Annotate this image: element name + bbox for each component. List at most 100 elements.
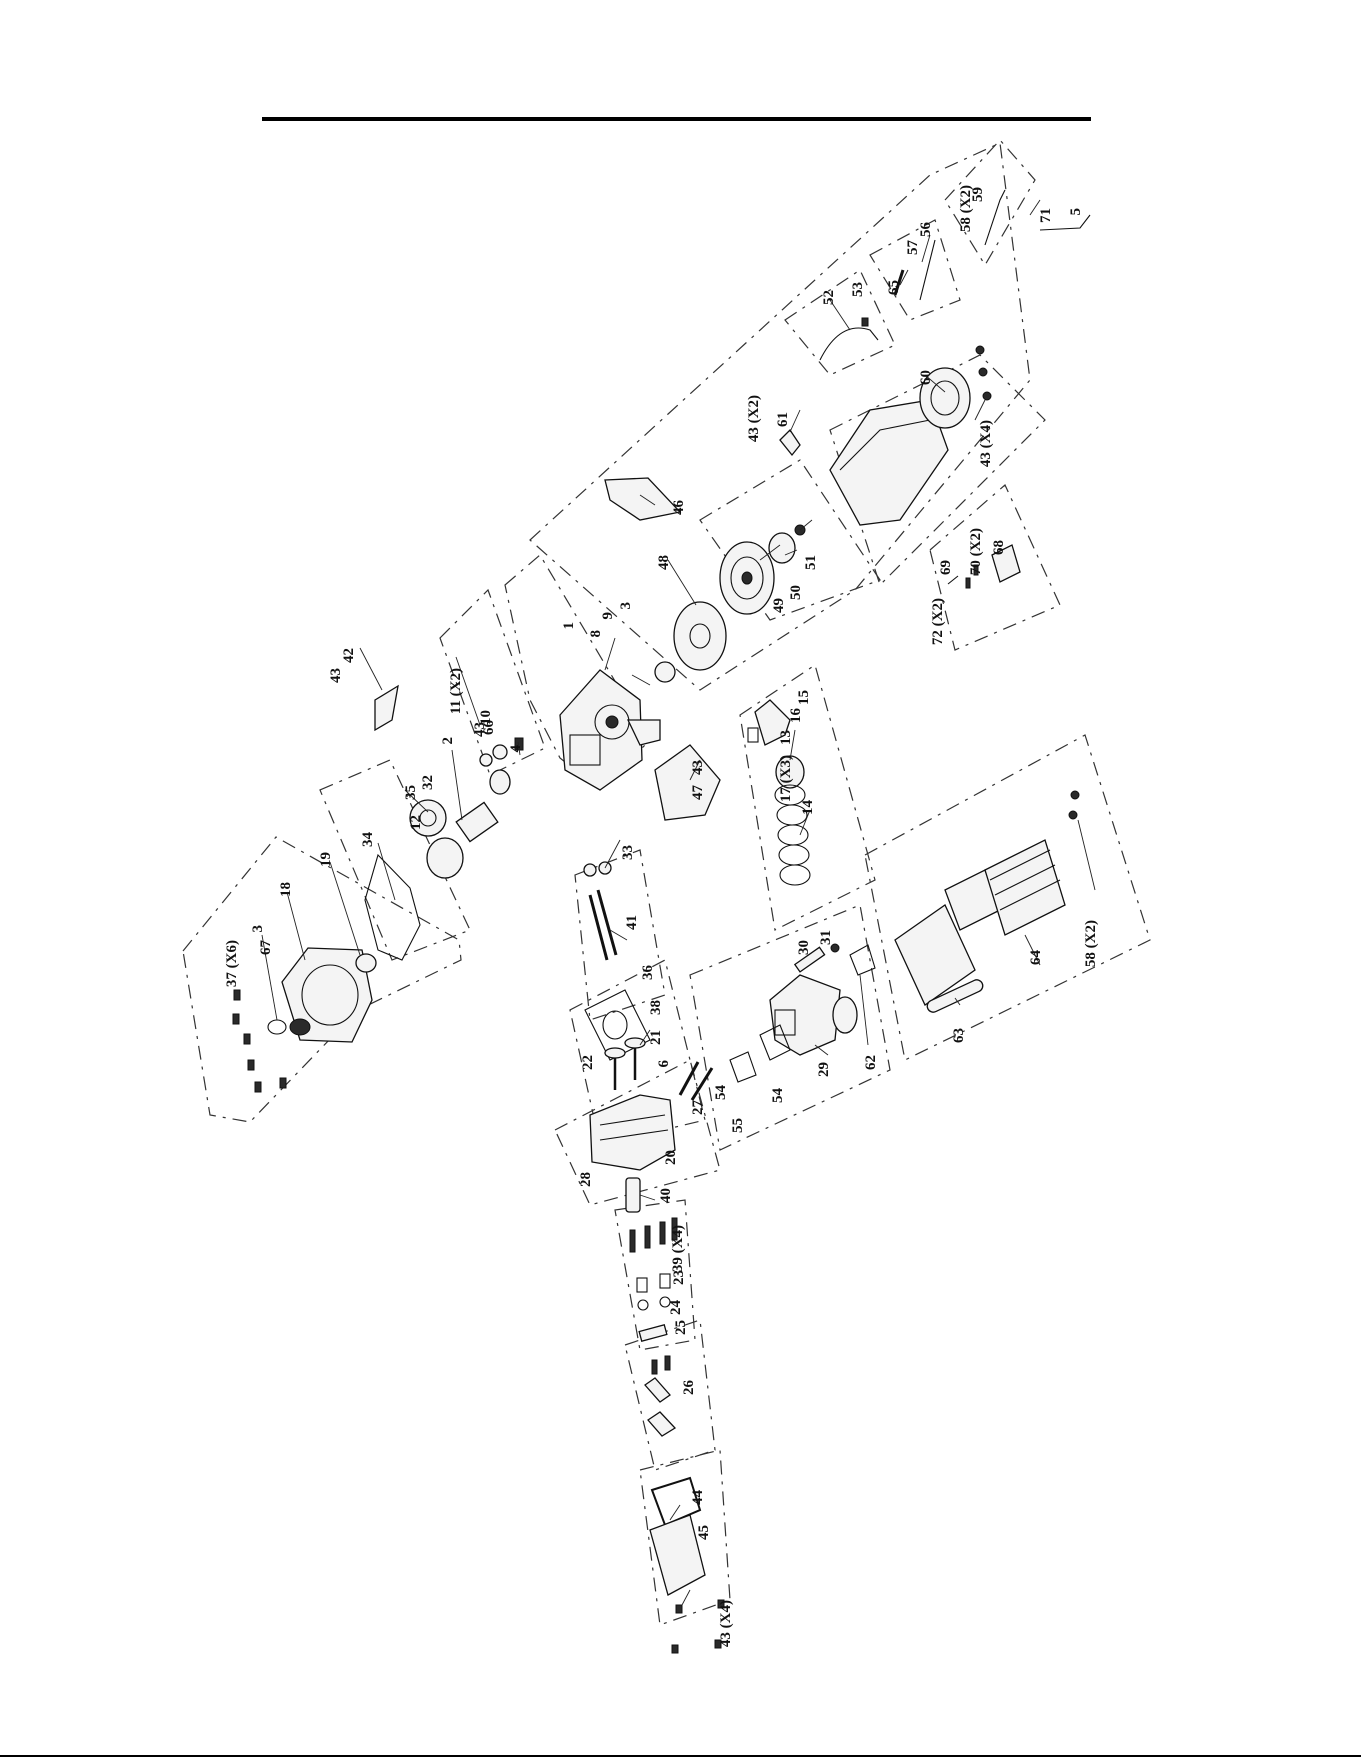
callout-1: 1 (561, 622, 577, 630)
cylinder-block-part (560, 670, 660, 790)
callout-22: 22 (580, 1055, 596, 1070)
callout-30: 30 (796, 940, 812, 955)
callout-69: 69 (938, 560, 954, 575)
spacer-part (730, 1052, 756, 1082)
callout-57: 57 (905, 240, 921, 256)
callout-68: 68 (991, 540, 1007, 555)
callout-60: 60 (918, 370, 934, 385)
callout-17: 17 (X3) (778, 755, 794, 802)
callout-24: 24 (668, 1300, 684, 1316)
oil-seal-part (356, 954, 376, 972)
callout-52: 52 (821, 290, 837, 305)
washer-part (976, 346, 984, 354)
callout-59: 59 (970, 187, 986, 202)
group-stop-switch (785, 270, 895, 375)
callout-11: 11 (X2) (448, 668, 464, 714)
callout-38: 38 (648, 1000, 664, 1015)
callout-43d: 43 (X2) (746, 395, 762, 442)
callout-44: 44 (690, 1490, 706, 1506)
cover-bolts (233, 990, 286, 1092)
callout-15: 15 (796, 690, 812, 705)
gasket-part (365, 855, 420, 960)
callout-26: 26 (681, 1380, 697, 1396)
callout-63: 63 (951, 1028, 967, 1043)
filter-nut-part (1069, 811, 1077, 819)
flywheel-part (674, 602, 726, 670)
washer-part-2 (979, 368, 987, 376)
callout-13: 13 (778, 730, 794, 745)
callout-51: 51 (803, 555, 819, 570)
callout-31: 31 (818, 930, 834, 945)
air-gasket-part (850, 945, 875, 975)
group-throttle-spring (870, 220, 960, 320)
spark-plug-part (626, 1178, 640, 1212)
callout-21: 21 (648, 1030, 664, 1045)
fan-part (720, 542, 774, 614)
callout-46: 46 (671, 500, 687, 516)
callout-43c: 43 (690, 760, 706, 775)
callout-3b: 3 (250, 925, 266, 933)
rocker-arms-part (645, 1356, 675, 1436)
callout-54a: 54 (713, 1085, 729, 1101)
callout-36: 36 (640, 965, 656, 981)
callout-62: 62 (863, 1055, 879, 1070)
callout-25: 25 (673, 1320, 689, 1335)
callout-37: 37 (X6) (224, 940, 240, 987)
callout-56: 56 (918, 222, 934, 238)
callout-2: 2 (440, 737, 456, 745)
callout-61: 61 (775, 412, 791, 427)
callout-5: 5 (1068, 208, 1084, 216)
callout-41: 41 (624, 915, 640, 930)
callout-42: 42 (341, 648, 357, 663)
callout-40: 40 (658, 1188, 674, 1203)
callout-45: 45 (696, 1525, 712, 1540)
pushrods-part (584, 862, 616, 960)
callout-43e: 43 (X4) (978, 420, 994, 467)
callout-67: 67 (258, 940, 274, 956)
side-cover-part (655, 745, 720, 820)
rocker-studs-part (637, 1274, 670, 1341)
callout-47: 47 (690, 785, 706, 801)
callout-9: 9 (600, 612, 616, 620)
lever-part (780, 430, 800, 455)
callout-3: 3 (618, 602, 634, 610)
callout-64: 64 (1028, 950, 1044, 966)
callout-19: 19 (318, 852, 334, 867)
callout-29: 29 (816, 1062, 832, 1077)
filter-nut-part-2 (1071, 791, 1079, 799)
callout-43a: 43 (328, 668, 344, 683)
callout-48: 48 (656, 555, 672, 570)
callout-55: 55 (730, 1118, 746, 1133)
callout-28: 28 (578, 1172, 594, 1187)
callout-33: 33 (620, 845, 636, 860)
link-rod-part (920, 240, 935, 300)
callout-65: 65 (886, 280, 902, 295)
stop-switch-part (820, 328, 878, 360)
callout-6: 6 (656, 1060, 672, 1068)
callout-4: 4 (508, 745, 524, 753)
callout-50: 50 (788, 585, 804, 600)
crank-seal-part (655, 662, 675, 682)
callout-54b: 54 (770, 1088, 786, 1104)
studs-part (680, 1062, 712, 1100)
starter-cup-part (769, 533, 795, 563)
callout-39: 39 (X4) (670, 1225, 686, 1272)
callout-70: 70 (X2) (968, 528, 984, 575)
carburetor-part (770, 975, 857, 1055)
callout-66: 66 (481, 720, 497, 736)
callout-32: 32 (420, 775, 436, 790)
valves-part (605, 1038, 645, 1090)
throttle-lever-part (985, 190, 1005, 245)
callout-14: 14 (800, 800, 816, 816)
washer-part-3 (983, 392, 991, 400)
shroud-part (605, 478, 680, 520)
callout-34: 34 (360, 832, 376, 848)
bottom-rule (0, 1755, 1361, 1757)
valve-cover-bolts (672, 1600, 724, 1653)
bracket-part (375, 686, 398, 730)
callout-71: 71 (1038, 208, 1054, 223)
callout-49: 49 (771, 598, 787, 613)
callout-58a: 58 (X2) (1083, 920, 1099, 967)
callout-53: 53 (850, 282, 866, 297)
